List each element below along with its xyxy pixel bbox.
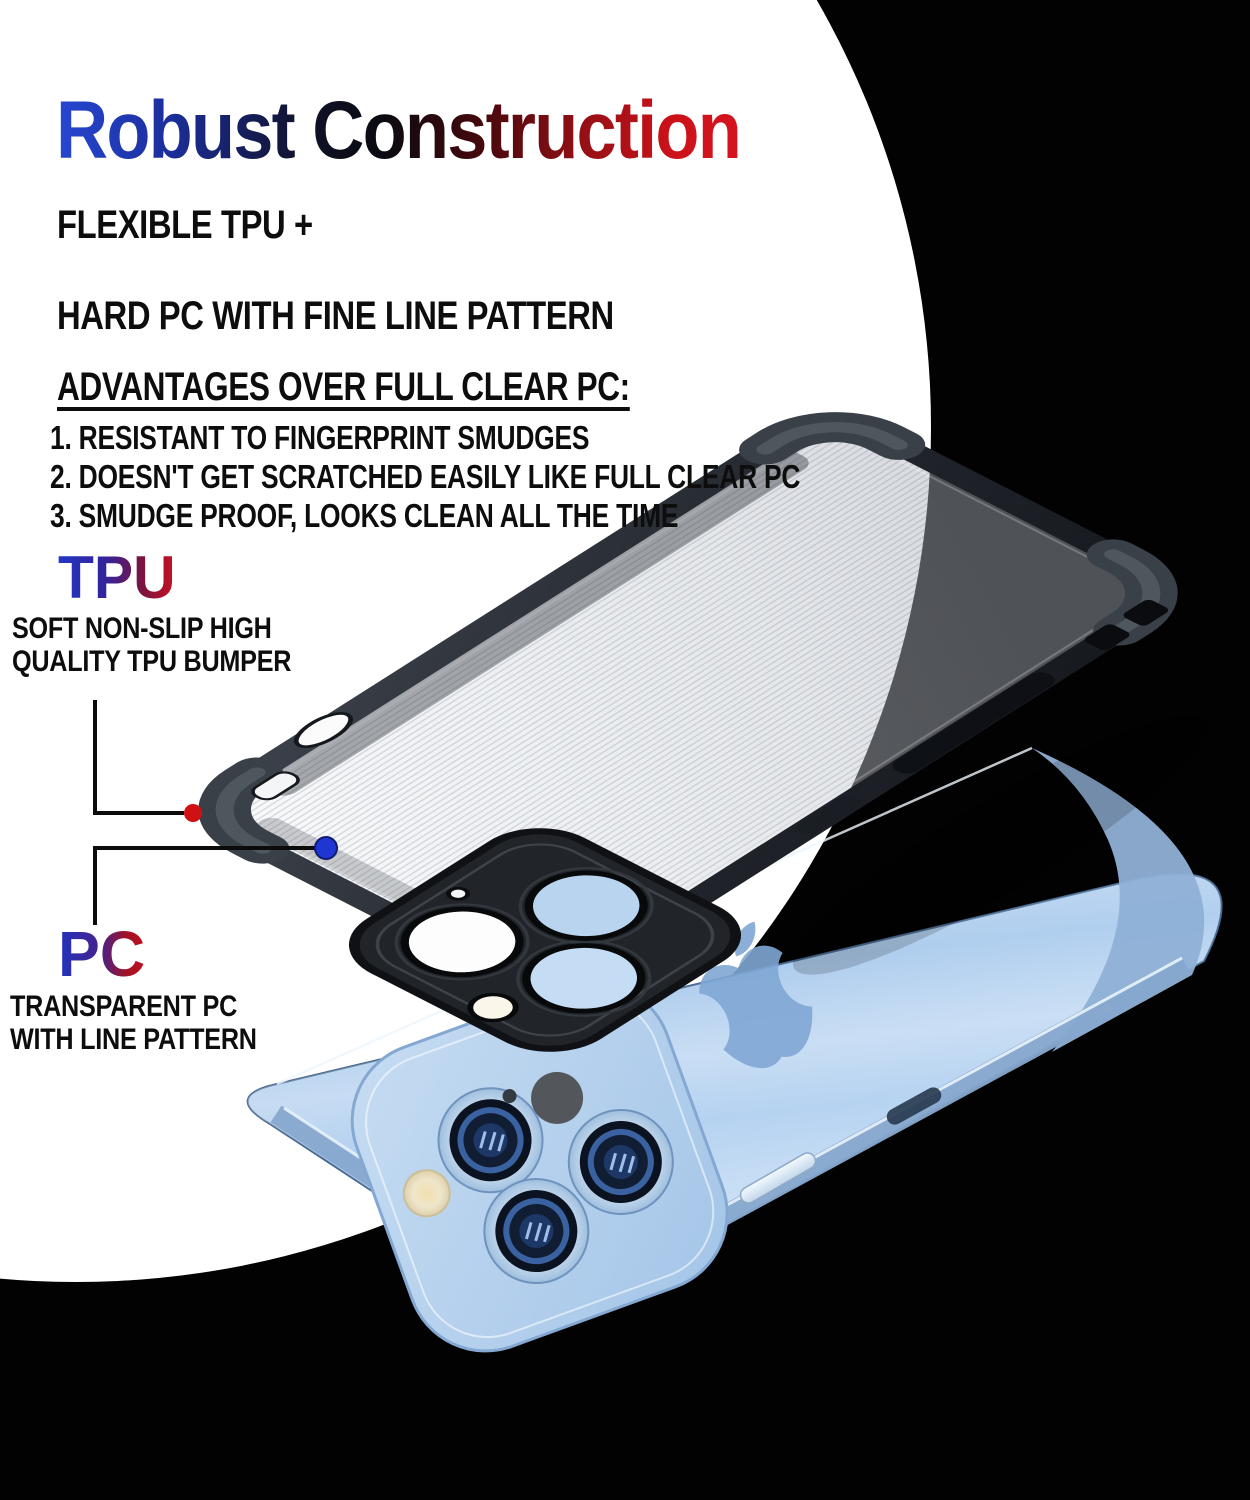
- case-camera-ring: [348, 828, 742, 1052]
- tpu-label: TPU: [58, 544, 176, 611]
- case-frame: [209, 418, 1167, 985]
- camera-lens: [437, 1087, 544, 1194]
- antenna-slot: [886, 1087, 942, 1125]
- pc-point-dot: [314, 836, 338, 860]
- camera-lens: [567, 1108, 674, 1215]
- pc-description: TRANSPARENT PC WITH LINE PATTERN: [10, 990, 257, 1056]
- top-frame-cutout: [251, 771, 300, 801]
- phone-camera-module: [350, 981, 729, 1353]
- bottom-frame-slot: [892, 672, 1055, 774]
- tpu-description-line: QUALITY TPU BUMPER: [12, 645, 292, 678]
- camera-lens: [483, 1178, 590, 1285]
- bottom-frame-slot-small: [796, 795, 861, 835]
- pc-label: PC: [58, 918, 146, 990]
- button-cutout: [1123, 599, 1169, 626]
- lidar-sensor: [531, 1071, 584, 1124]
- mic-hole: [502, 1089, 517, 1104]
- flash-led: [402, 1169, 451, 1218]
- tpu-description: SOFT NON-SLIP HIGH QUALITY TPU BUMPER: [12, 612, 291, 678]
- apple-logo-icon: [699, 921, 813, 1069]
- subtitle-flexible-tpu: FLEXIBLE TPU +: [57, 203, 313, 247]
- advantage-item: 3. SMUDGE PROOF, LOOKS CLEAN ALL THE TIM…: [50, 497, 679, 534]
- camera-cutout-hole: [522, 943, 646, 1014]
- advantages-list: 1. RESISTANT TO FINGERPRINT SMUDGES 2. D…: [50, 418, 800, 535]
- mic-cutout-hole: [446, 886, 471, 901]
- page-title: Robust Construction: [56, 85, 742, 176]
- tpu-point-dot: [184, 804, 202, 822]
- case-line-pattern: [224, 427, 1152, 976]
- case-inner-lip: [245, 439, 1131, 964]
- pc-description-line: WITH LINE PATTERN: [10, 1023, 257, 1056]
- pc-description-line: TRANSPARENT PC: [10, 990, 238, 1023]
- advantage-item: 1. RESISTANT TO FINGERPRINT SMUDGES: [50, 419, 590, 456]
- camera-cutout-hole: [400, 906, 524, 978]
- camera-cutout-hole: [524, 870, 648, 941]
- tpu-description-line: SOFT NON-SLIP HIGH: [12, 612, 272, 645]
- subtitle-hard-pc: HARD PC WITH FINE LINE PATTERN: [57, 294, 614, 338]
- advantages-heading: ADVANTAGES OVER FULL CLEAR PC:: [57, 365, 630, 409]
- mute-switch-cutout: [293, 712, 353, 749]
- flash-cutout-hole: [467, 992, 519, 1023]
- callout-lines: [93, 700, 315, 925]
- power-button: [739, 1152, 817, 1204]
- case-shadow: [792, 715, 1208, 975]
- button-cutout: [1084, 624, 1130, 651]
- advantage-item: 2. DOESN'T GET SCRATCHED EASILY LIKE FUL…: [50, 458, 801, 495]
- case-inner-wall-shadow: [259, 449, 809, 796]
